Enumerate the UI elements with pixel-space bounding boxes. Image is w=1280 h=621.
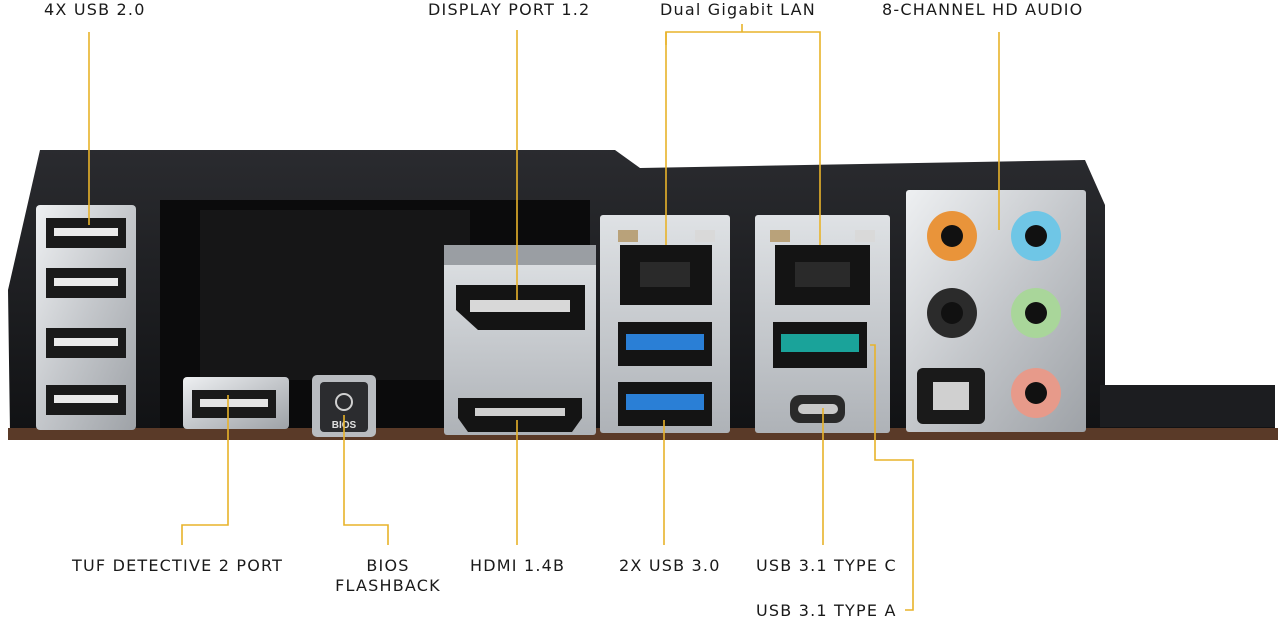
label-displayport: DISPLAY PORT 1.2 xyxy=(428,0,591,19)
leader-lines xyxy=(88,24,1000,611)
lan-usb30-stack xyxy=(600,215,730,433)
audio-block xyxy=(906,190,1086,432)
lan-usb31-stack xyxy=(755,215,890,433)
label-hd-audio: 8-CHANNEL HD AUDIO xyxy=(882,0,1084,19)
usb20-stack xyxy=(36,205,136,430)
label-usb31-type-a: USB 3.1 TYPE A xyxy=(756,601,897,620)
label-bios-line1: BIOS xyxy=(366,556,410,575)
tuf-detective-port xyxy=(183,377,289,429)
label-bios-line2: FLASHBACK xyxy=(335,576,441,595)
video-ports xyxy=(444,245,596,435)
label-tuf-detective: TUF DETECTIVE 2 PORT xyxy=(72,556,284,575)
label-dual-lan: Dual Gigabit LAN xyxy=(660,0,816,19)
label-bios-flashback: BIOS FLASHBACK xyxy=(335,556,441,596)
bios-flashback-button: BIOS xyxy=(312,375,376,437)
label-usb20: 4X USB 2.0 xyxy=(44,0,146,19)
label-hdmi: HDMI 1.4B xyxy=(470,556,566,575)
label-usb30: 2X USB 3.0 xyxy=(619,556,721,575)
label-usb31-type-c: USB 3.1 TYPE C xyxy=(756,556,897,575)
